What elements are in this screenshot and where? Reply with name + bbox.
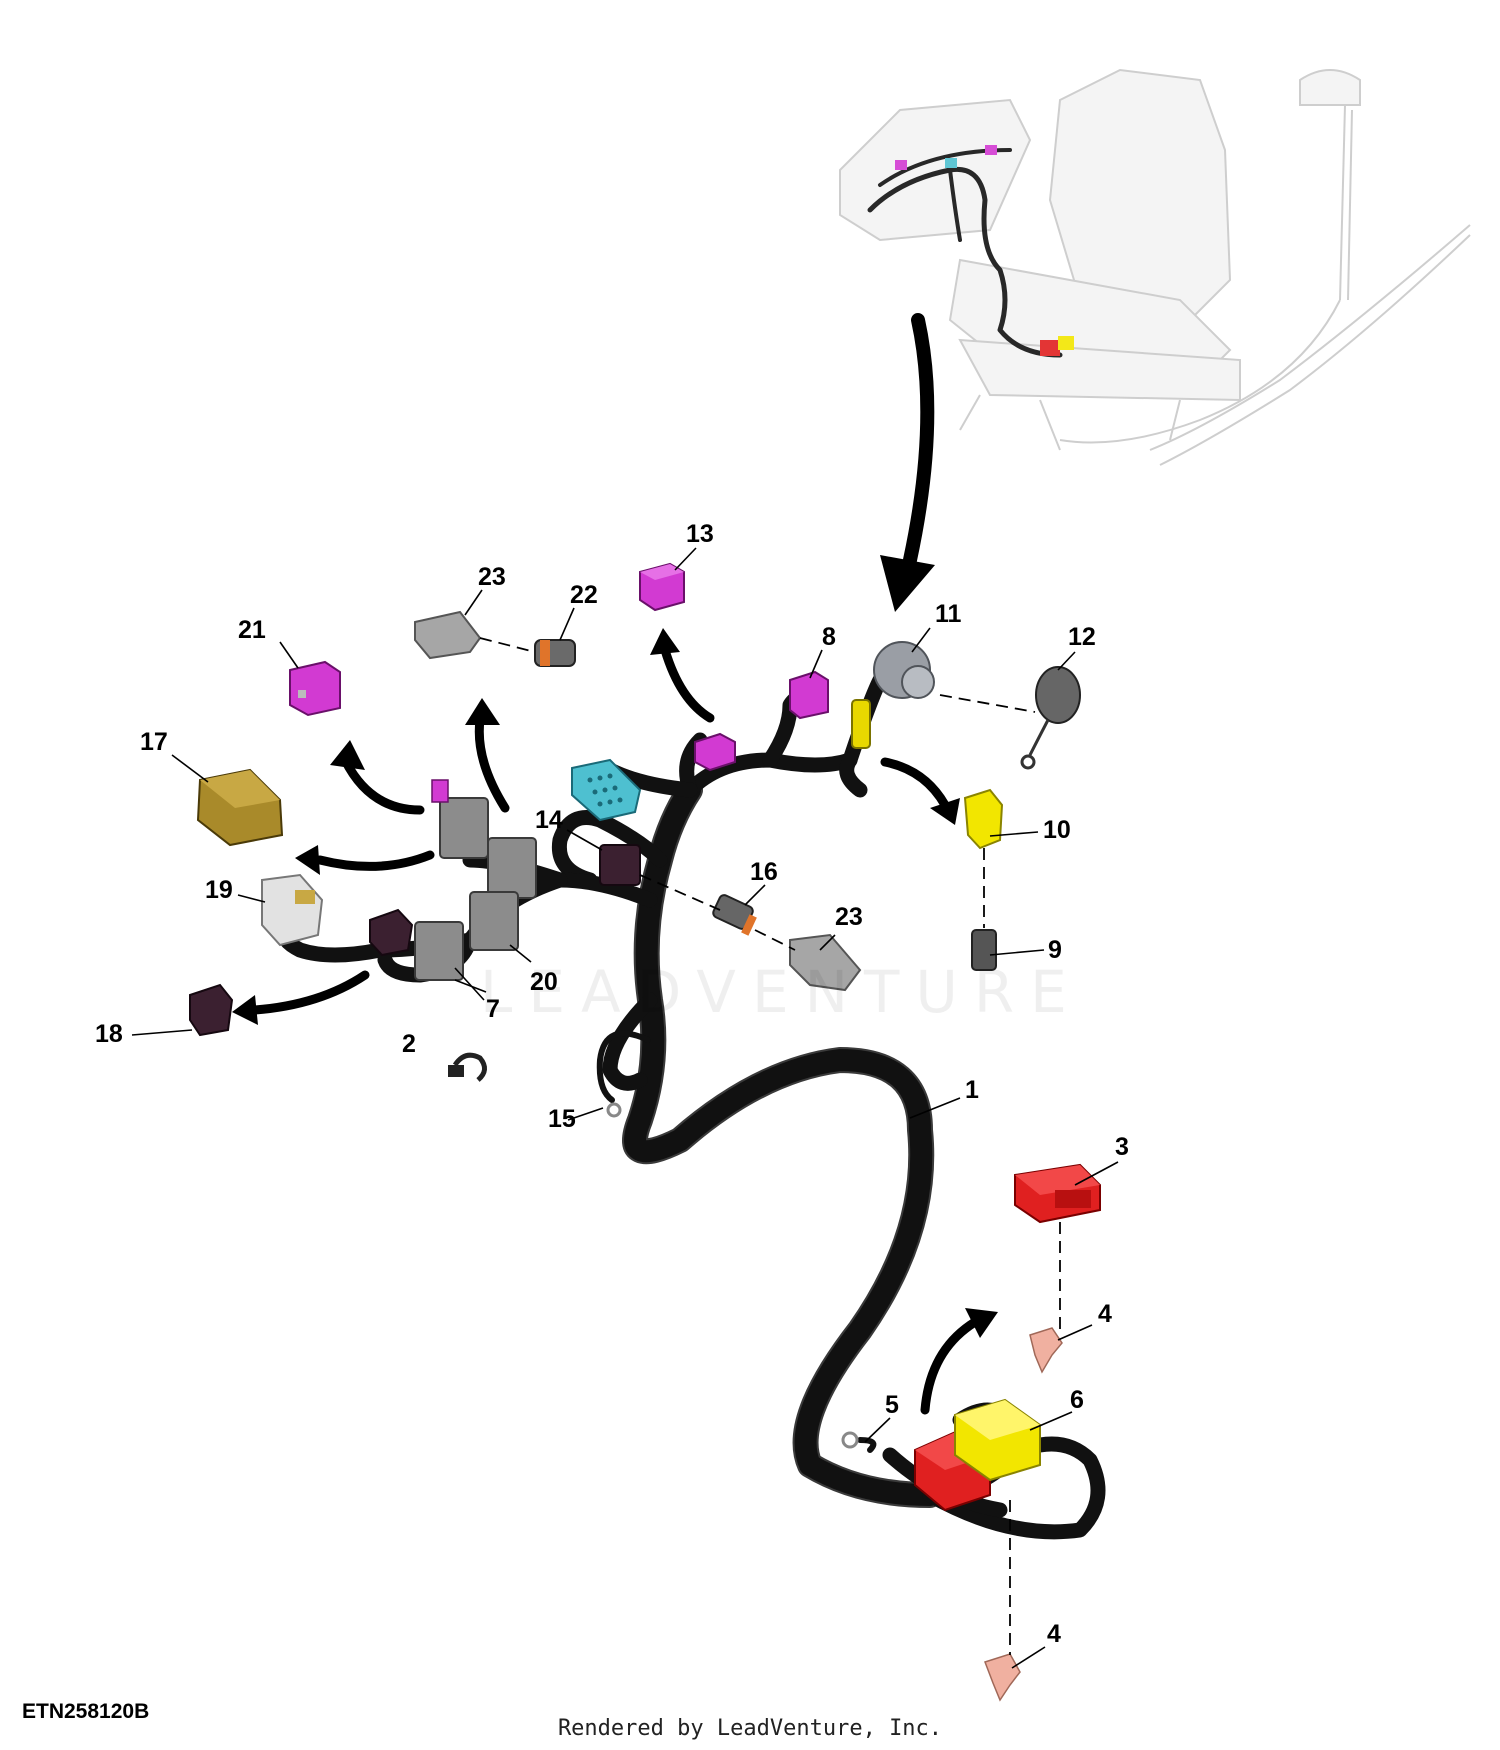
magenta-branch-connector <box>694 732 736 772</box>
connector-item-9 <box>971 929 997 971</box>
connector-item-22 <box>534 639 576 667</box>
callout-6: 6 <box>1070 1386 1084 1414</box>
exploded-view-arrows <box>232 628 998 1415</box>
leader-lines <box>131 547 1119 1669</box>
callout-4-upper: 4 <box>1098 1300 1112 1328</box>
callout-20: 20 <box>530 968 558 996</box>
cap-item-12 <box>1020 666 1081 770</box>
connector-item-23-lower <box>789 933 862 992</box>
figure-id: ETN258120B <box>22 1700 150 1723</box>
callout-19: 19 <box>205 876 233 904</box>
seat-context-illustration <box>839 68 1471 466</box>
callout-11: 11 <box>935 600 962 628</box>
callout-13: 13 <box>686 520 714 548</box>
render-credit: Rendered by LeadVenture, Inc. <box>557 1716 943 1741</box>
callout-10: 10 <box>1043 816 1071 844</box>
connector-item-14 <box>599 844 641 886</box>
callout-3: 3 <box>1115 1133 1129 1161</box>
callout-17: 17 <box>140 728 168 756</box>
watermark: LEADVENTURE <box>480 958 1083 1026</box>
callout-labels: 1 2 3 4 4 5 6 7 8 9 10 11 12 13 14 15 16… <box>95 520 1129 1648</box>
connector-item-17 <box>196 768 284 847</box>
callout-15: 15 <box>548 1105 576 1133</box>
connector-item-18 <box>189 983 234 1037</box>
callout-21: 21 <box>238 616 266 644</box>
callout-2: 2 <box>402 1030 416 1058</box>
callout-14: 14 <box>535 806 563 834</box>
callout-8: 8 <box>822 623 836 651</box>
reference-arrow <box>903 313 935 567</box>
connector-item-10 <box>963 788 1004 850</box>
connector-item-21 <box>289 660 341 717</box>
connector-item-13 <box>639 562 685 612</box>
callout-23-lower: 23 <box>835 903 863 931</box>
callout-9: 9 <box>1048 936 1062 964</box>
callout-5: 5 <box>885 1391 899 1419</box>
dark-branch-connector <box>369 908 414 957</box>
reference-arrowhead <box>880 555 935 612</box>
terminal-item-4-lower <box>984 1653 1021 1702</box>
callout-22: 22 <box>570 581 598 609</box>
connector-item-8 <box>789 670 829 720</box>
connector-item-3 <box>1014 1163 1101 1224</box>
inline-yellow-holder <box>851 699 871 749</box>
connector-item-11 <box>873 641 935 699</box>
callout-18: 18 <box>95 1020 123 1048</box>
callout-16: 16 <box>750 858 778 886</box>
callout-1: 1 <box>965 1076 979 1104</box>
connector-item-6 <box>954 1398 1041 1482</box>
callout-4-lower: 4 <box>1047 1620 1061 1648</box>
terminal-item-4-upper <box>1029 1327 1063 1374</box>
clip-item-2 <box>448 1052 487 1082</box>
cyan-connector <box>571 758 642 822</box>
connector-item-19 <box>261 873 324 947</box>
callout-7: 7 <box>486 995 500 1023</box>
connector-item-16 <box>712 894 757 936</box>
alignment-lines <box>479 637 1061 1655</box>
callout-23-upper: 23 <box>478 563 506 591</box>
connector-item-23-upper <box>414 610 482 660</box>
callout-12: 12 <box>1068 623 1096 651</box>
gray-connector-cluster <box>414 779 537 981</box>
